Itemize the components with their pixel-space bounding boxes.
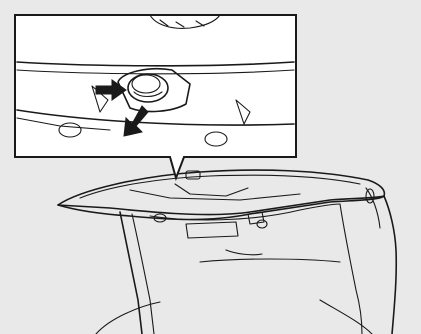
detail-callout (15, 15, 296, 178)
callout-frame (15, 15, 296, 178)
